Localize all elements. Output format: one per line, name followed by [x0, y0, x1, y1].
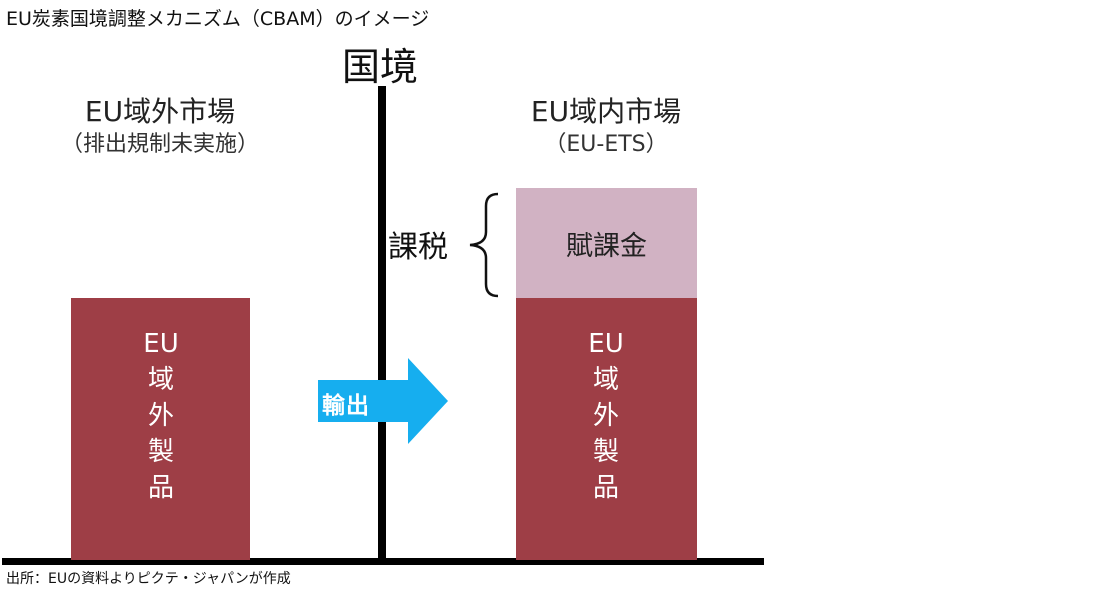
- right-arrow-icon: [318, 358, 448, 444]
- outside-market-title: EU域外市場: [84, 95, 236, 128]
- tax-label: 課税: [388, 230, 448, 265]
- source-note: 出所：EUの資料よりピクテ・ジャパンが作成: [6, 571, 291, 587]
- border-line: [378, 86, 386, 562]
- diagram-title: EU炭素国境調整メカニズム（CBAM）のイメージ: [6, 8, 430, 30]
- inside-product-label: EU域外製品: [588, 329, 624, 503]
- border-label: 国境: [341, 45, 418, 89]
- levy-label: 賦課金: [566, 230, 647, 262]
- inside-market-subtitle: （EU-ETS）: [544, 132, 668, 157]
- outside-market-subtitle: （排出規制未実施）: [60, 132, 259, 157]
- outside-product-bar: EU域外製品: [71, 298, 250, 560]
- export-label: 輸出: [322, 393, 370, 419]
- curly-brace-icon: [469, 192, 499, 298]
- levy-bar: 賦課金: [516, 188, 697, 298]
- inside-market-title: EU域内市場: [530, 95, 682, 128]
- inside-product-bar: EU域外製品: [516, 298, 697, 560]
- ground-line: [2, 558, 764, 565]
- outside-product-label: EU域外製品: [143, 329, 179, 503]
